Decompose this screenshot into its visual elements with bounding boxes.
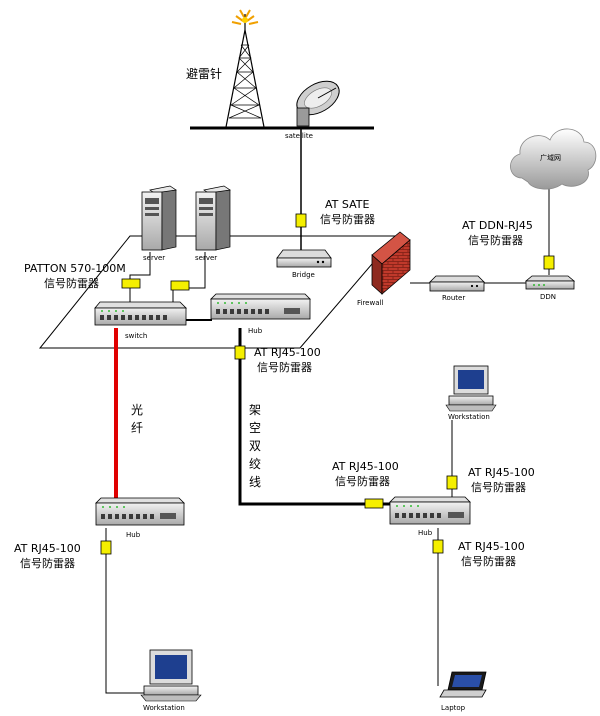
rj45-right-up-label-line1: AT RJ45-100 [468,466,535,479]
wan-label: 广域网 [540,153,561,162]
fiber-label: 光 纤 [131,403,143,435]
rj45-arrester-right-up [446,475,458,490]
rj45-arrester-right-down [432,539,444,554]
bridge-icon [276,249,332,268]
ddn-modem-icon [524,275,576,290]
at-sate-label-line1: AT SATE [325,198,369,211]
rj45-arrester-left [100,540,112,555]
rj45-left-label-line2: 信号防雷器 [20,556,75,570]
satellite-dish-icon [296,80,340,127]
hub-label-right: Hub [418,529,433,537]
svg-text:空: 空 [249,421,261,435]
satellite-label: satellite [285,132,313,140]
patton-arrester-1 [121,278,141,289]
switch-label: switch [125,332,147,340]
patton-arrester-2 [170,280,190,291]
rj45-right-in-label-line2: 信号防雷器 [335,474,390,488]
rj45-central-label-line2: 信号防雷器 [257,360,312,374]
at-ddn-label-line1: AT DDN-RJ45 [462,219,533,232]
server-icon [195,185,231,251]
lightning-rod-label: 避雷针 [186,66,222,81]
hub-label-central: Hub [248,327,263,335]
server-label-2: server [195,254,217,262]
svg-text:双: 双 [249,439,261,453]
cloud-icon [510,128,597,190]
workstation-icon [445,365,497,412]
at-sate-label-line2: 信号防雷器 [320,212,375,226]
firewall-icon [371,231,411,295]
server-icon [141,185,177,251]
rj45-right-up-label-line2: 信号防雷器 [471,480,526,494]
workstation-label-left: Workstation [143,704,185,712]
at-sate-arrester [295,213,307,228]
firewall-label: Firewall [357,299,383,307]
router-icon [429,275,485,292]
svg-text:光: 光 [131,403,143,417]
laptop-icon [439,671,487,698]
svg-text:绞: 绞 [249,456,261,471]
ddn-label: DDN [540,293,556,301]
rj45-right-in-label-line1: AT RJ45-100 [332,460,399,473]
rj45-right-down-label-line2: 信号防雷器 [461,554,516,568]
patton-label-line1: PATTON 570-100M [24,262,126,275]
rj45-central-label-line1: AT RJ45-100 [254,346,321,359]
svg-text:架: 架 [249,403,261,417]
workstation-icon [140,649,202,702]
svg-text:线: 线 [249,475,261,489]
cable-switch-server1 [129,252,151,302]
at-ddn-label-line2: 信号防雷器 [468,233,523,247]
hub-label-left: Hub [126,531,141,539]
router-label: Router [442,294,465,302]
hub-icon [210,293,311,320]
switch-icon [94,301,187,326]
lan-platform [38,235,398,349]
patton-label-line2: 信号防雷器 [44,276,99,290]
cable-hub-workstation-left [105,528,150,694]
laptop-label: Laptop [441,704,466,712]
hub-icon [389,496,471,525]
svg-text:纤: 纤 [131,421,143,435]
lightning-rod-icon [225,9,265,128]
at-ddn-arrester [543,255,555,270]
twisted-pair-cable [238,328,390,506]
workstation-label-right: Workstation [448,413,490,421]
overhead-twisted-pair-label: 架 空 双 绞 线 [249,403,261,489]
rj45-right-down-label-line1: AT RJ45-100 [458,540,525,553]
hub-icon [95,497,185,526]
bridge-label: Bridge [292,271,315,279]
server-label-1: server [143,254,165,262]
rj45-arrester-central [234,345,246,360]
rj45-arrester-right-in [364,498,384,509]
rj45-left-label-line1: AT RJ45-100 [14,542,81,555]
